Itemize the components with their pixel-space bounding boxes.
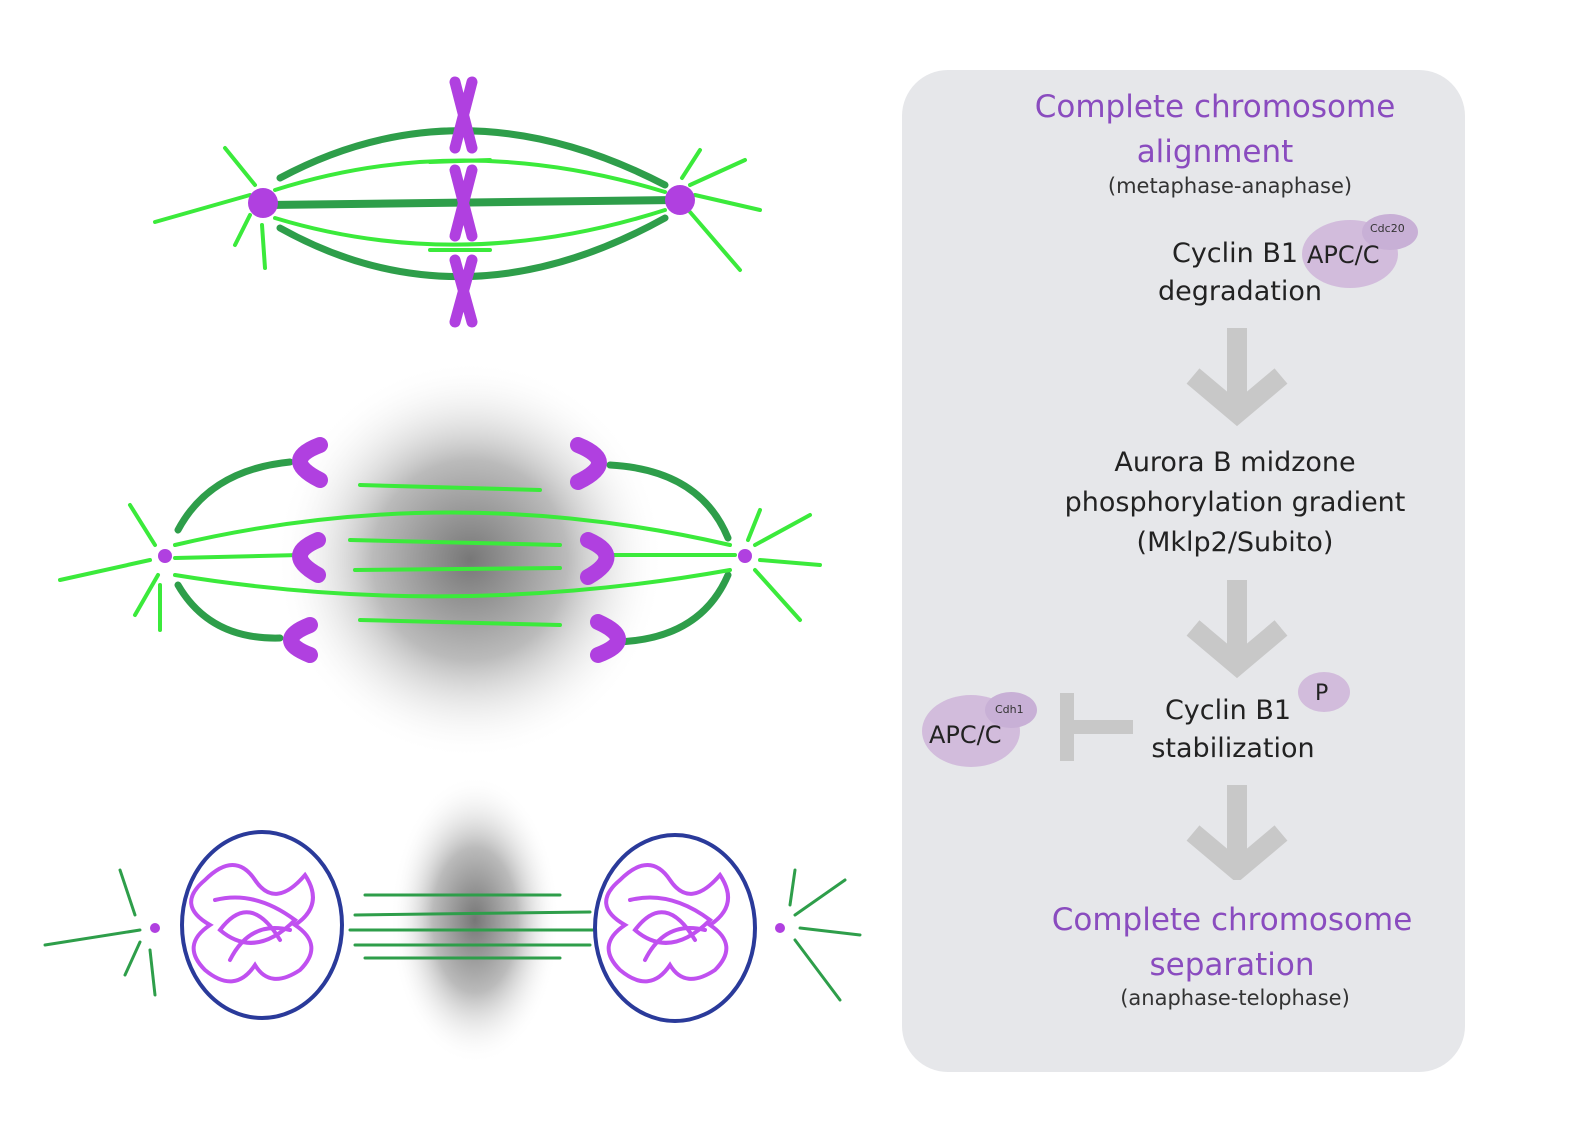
apc-c-label: APC/C [1307,241,1380,269]
phospho-label: P [1315,681,1329,706]
top-title-line1: Complete chromosome [1034,89,1396,125]
step-aurora-b: Aurora B midzone phosphorylation gradien… [1065,443,1406,563]
arrow-down-icon [1186,580,1288,679]
step3-line2: stabilization [1151,733,1315,764]
chromatin [189,863,730,984]
metaphase-spindle [153,76,762,328]
step1-line2: degradation [1158,276,1322,307]
anaphase-chromosomes [283,437,626,663]
bottom-title: Complete chromosome separation [1052,898,1413,988]
down-arrows-lower [1186,580,1288,880]
phospho-blob [1298,672,1350,712]
bottom-title-line1: Complete chromosome [1051,902,1413,938]
arrow-down-icon [1186,785,1288,880]
cdh1-label: Cdh1 [995,703,1024,716]
inhibition-icon [1060,693,1133,761]
cdc20-label: Cdc20 [1370,222,1405,235]
cdh1-blob [985,692,1037,728]
telophase-cells [43,775,862,1065]
metaphase-chromosomes [449,76,478,328]
top-title-line2: alignment [1136,134,1294,170]
step2-line3: (Mklp2/Subito) [1136,527,1334,558]
step1-line1: Cyclin B1 [1171,238,1299,269]
step2-line1: Aurora B midzone [1114,447,1356,478]
step2-line2: phosphorylation gradient [1064,487,1406,518]
anaphase-spindle [58,360,822,760]
step-degradation: Cyclin B1 degradation [1158,235,1322,311]
step3-line1: Cyclin B1 [1164,695,1292,726]
top-subtitle: (metaphase-anaphase) [1107,174,1353,198]
bottom-title-line2: separation [1149,947,1315,983]
cdc20-blob [1362,214,1418,250]
top-title: Complete chromosome alignment [1035,85,1396,175]
step-stabilization: Cyclin B1 stabilization [1151,692,1314,768]
bottom-subtitle: (anaphase-telophase) [1120,986,1350,1010]
apc-c-inhibitor-label: APC/C [929,721,1002,749]
